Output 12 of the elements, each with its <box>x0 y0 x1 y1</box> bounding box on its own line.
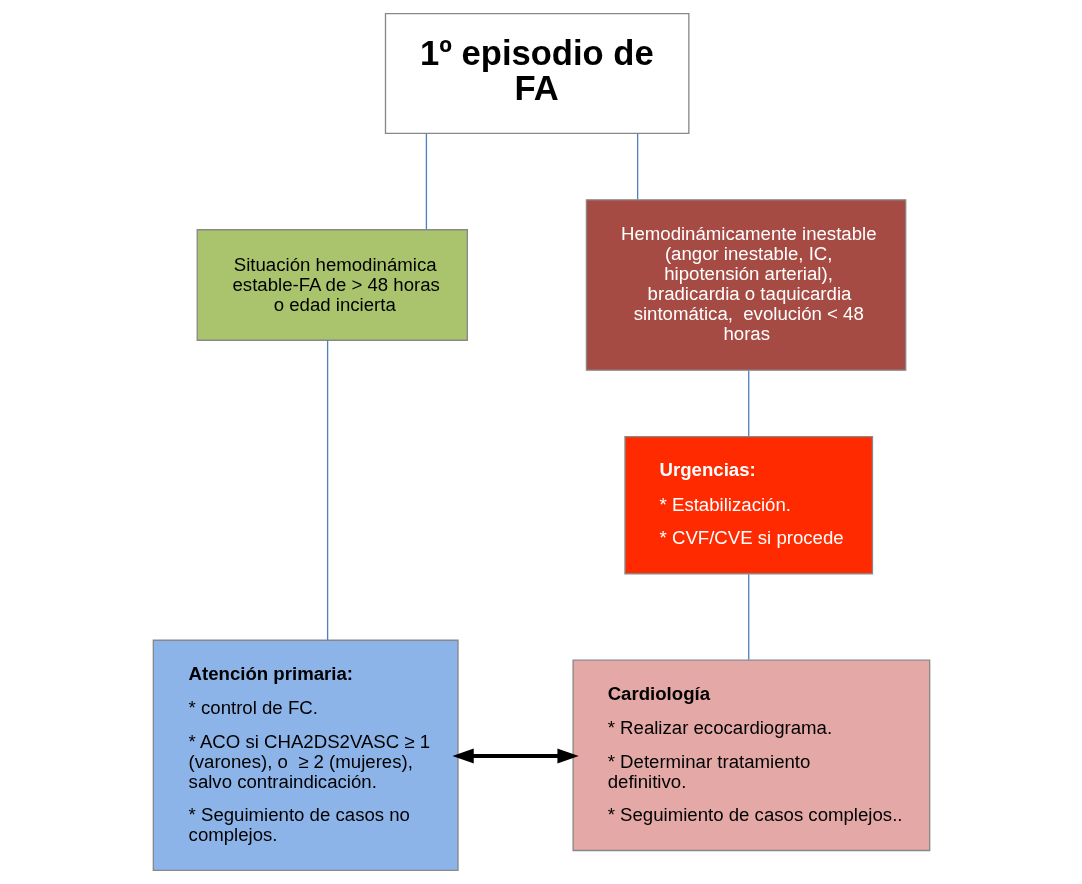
node-box: Situación hemodinámica estable-FA de > 48 horas o edad incierta <box>196 229 468 341</box>
connector <box>747 573 749 661</box>
connector <box>636 132 638 201</box>
arrow <box>451 748 579 764</box>
connector <box>326 339 328 641</box>
connector <box>425 132 427 231</box>
node-box: Cardiología * Realizar ecocardiograma. * Determinar tratamiento definitivo. * Seguimiento de casos complejos.. <box>571 659 930 852</box>
node-box: Hemodinámicamente inestable (angor inestable, IC, hipotensión arterial), bradicardia o taquicardia sintomática, evolución < 48 horas <box>585 199 906 371</box>
node-box: 1º episodio de FA <box>384 12 689 134</box>
node-box: Atención primaria: * control de FC. * ACO si CHA2DS2VASC ≥ 1 (varones), o ≥ 2 (mujeres), salvo contraindicación. * Seguimiento de casos no complejos. <box>152 639 459 872</box>
connector <box>747 370 749 437</box>
node-box: Urgencias: * Estabilización. * CVF/CVE si procede <box>623 436 873 575</box>
